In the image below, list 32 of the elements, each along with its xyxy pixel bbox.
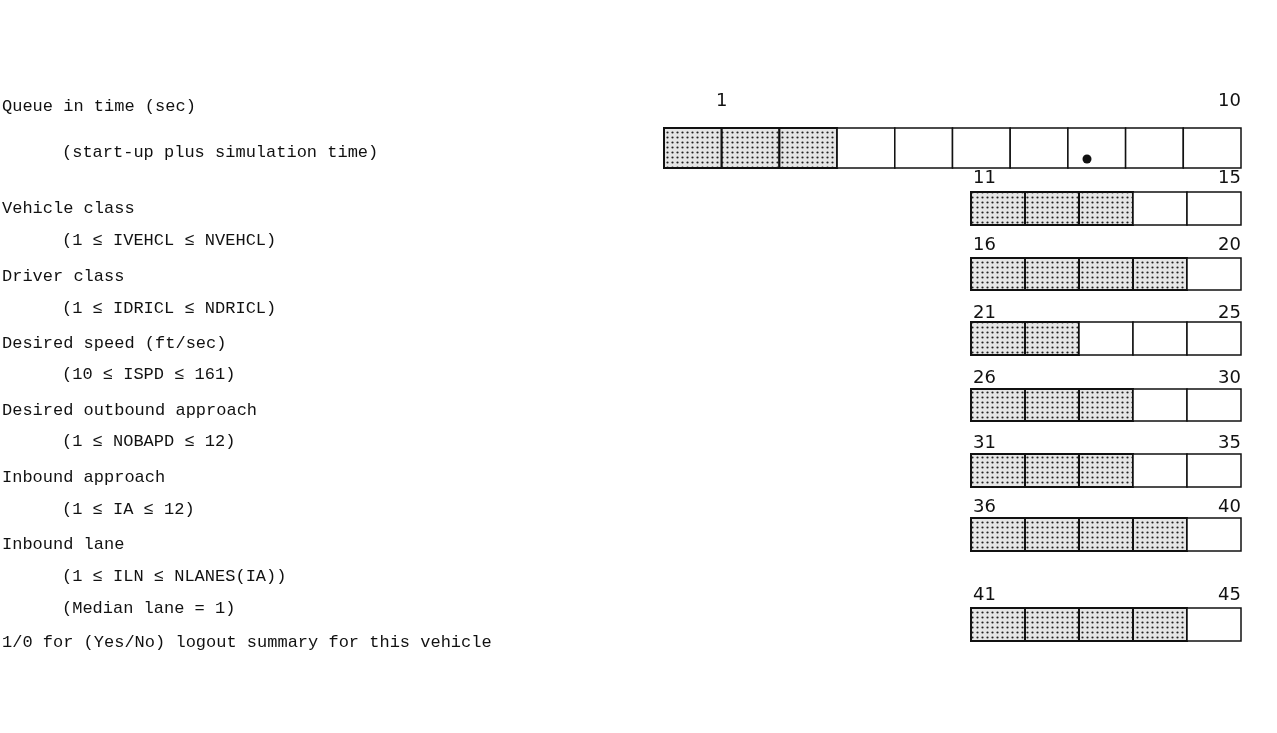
- column-number: 21: [973, 303, 996, 321]
- column-number: 45: [1218, 585, 1241, 603]
- column-number: 25: [1218, 303, 1241, 321]
- field-description: Desired speed (ft/sec): [2, 334, 227, 352]
- column-number: 26: [973, 368, 996, 386]
- field-description: (1 ≤ ILN ≤ NLANES(IA)): [62, 567, 287, 585]
- column-number: 15: [1218, 168, 1241, 186]
- field-description: 1/0 for (Yes/No) logout summary for this vehicle: [2, 633, 492, 651]
- column-number: 35: [1218, 433, 1241, 451]
- field-description: Driver class: [2, 267, 125, 285]
- field-description: (1 ≤ IDRICL ≤ NDRICL): [62, 299, 277, 317]
- column-number: 36: [973, 497, 996, 515]
- column-number: 40: [1218, 497, 1241, 515]
- field-description: Queue in time (sec): [2, 97, 196, 115]
- field-description: Vehicle class: [2, 199, 135, 217]
- column-number: 1: [716, 91, 728, 109]
- column-number: 16: [973, 235, 996, 253]
- field-description: (Median lane = 1): [62, 599, 236, 617]
- column-number: 10: [1218, 91, 1241, 109]
- field-description: (10 ≤ ISPD ≤ 161): [62, 365, 236, 383]
- field-description: Inbound approach: [2, 468, 166, 486]
- field-description: (1 ≤ IA ≤ 12): [62, 500, 195, 518]
- column-number: 11: [973, 168, 996, 186]
- column-number: 30: [1218, 368, 1241, 386]
- column-number: 31: [973, 433, 996, 451]
- field-description: (1 ≤ NOBAPD ≤ 12): [62, 432, 236, 450]
- field-description: (1 ≤ IVEHCL ≤ NVEHCL): [62, 231, 277, 249]
- field-description: Inbound lane: [2, 535, 125, 553]
- field-description: Desired outbound approach: [2, 401, 258, 419]
- column-number: 41: [973, 585, 996, 603]
- field-description: (start-up plus simulation time): [62, 143, 379, 161]
- column-number: 20: [1218, 235, 1241, 253]
